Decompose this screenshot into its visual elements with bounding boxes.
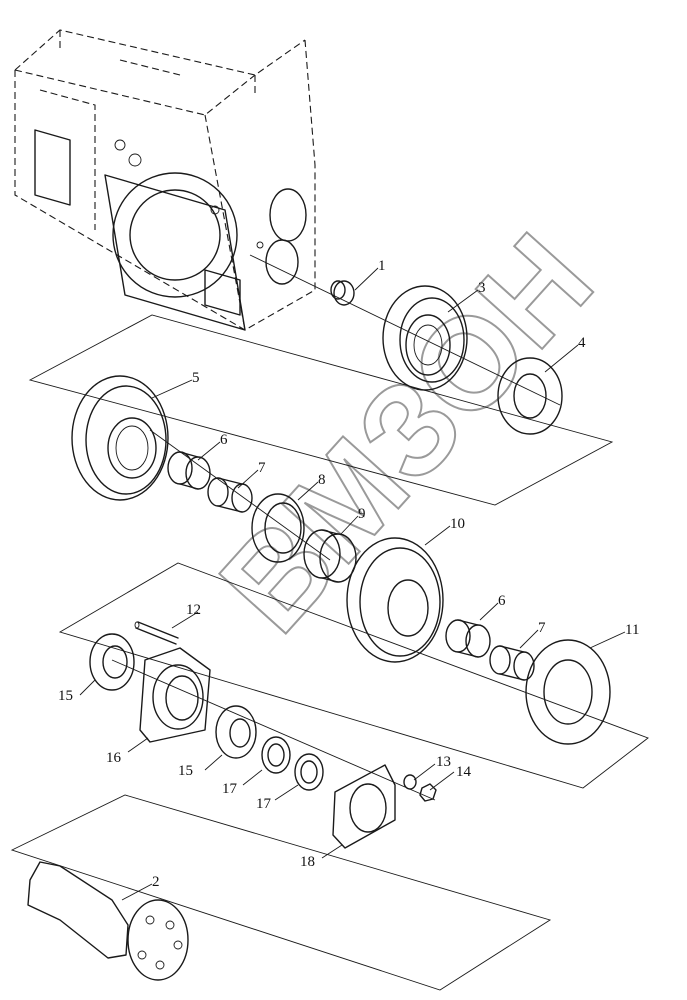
callout-11: 11: [625, 622, 639, 638]
callout-10: 10: [450, 516, 465, 532]
part-10-gear: [346, 537, 444, 663]
callout-1: 1: [378, 258, 386, 274]
callout-12: 12: [186, 602, 201, 618]
callout-5: 5: [192, 370, 200, 386]
part-7-bushing-lower: [489, 645, 535, 681]
leader-lines: [79, 267, 626, 901]
callout-9: 9: [358, 506, 366, 522]
part-6-needle-bearing-upper: [167, 451, 211, 490]
callout-7-upper: 7: [258, 460, 266, 476]
part-18-cover: [332, 764, 396, 849]
callout-7-lower: 7: [538, 620, 546, 636]
callout-15-middle: 15: [178, 763, 193, 779]
gearbox-housing: [14, 29, 316, 331]
callout-17-right: 17: [256, 796, 272, 812]
axis-line-3: [111, 659, 436, 801]
callout-16: 16: [106, 750, 122, 766]
assembly-plane-middle: [58, 562, 649, 789]
part-2-output-shaft: [27, 861, 189, 981]
part-15-bearing-left: [89, 633, 135, 691]
part-5-gear: [71, 375, 169, 501]
part-9-sleeve: [303, 529, 357, 583]
callout-labels: 1 3 4 5 6 7 8 9 10 6 7 11 12 15 16 15 17…: [58, 258, 639, 890]
part-6-needle-bearing-lower: [445, 619, 491, 658]
callout-8: 8: [318, 472, 326, 488]
callout-4: 4: [578, 335, 586, 351]
callout-6-lower: 6: [498, 593, 506, 609]
callout-15-left: 15: [58, 688, 73, 704]
part-12-stud: [134, 621, 179, 645]
part-17-spacer-1: [261, 736, 291, 774]
callout-3: 3: [478, 280, 486, 296]
part-1-seal: [330, 280, 355, 306]
part-8-ring: [251, 493, 305, 563]
callout-2: 2: [152, 874, 160, 890]
callout-14: 14: [456, 764, 472, 780]
callout-18: 18: [300, 854, 315, 870]
callout-6-upper: 6: [220, 432, 228, 448]
part-15-bearing-middle: [215, 705, 257, 759]
part-14-nut: [419, 783, 437, 802]
axis-line-1: [249, 254, 561, 406]
axis-line-2: [149, 429, 331, 561]
callout-13: 13: [436, 754, 451, 770]
part-4-washer: [497, 357, 563, 435]
watermark-text: ВМЗОН: [192, 207, 620, 659]
part-16-flange-housing: [139, 647, 211, 743]
callout-17-left: 17: [222, 781, 238, 797]
part-11-washer: [525, 639, 611, 745]
assembly-plane-lower: [10, 794, 552, 991]
assembly-plane-upper: [28, 314, 614, 506]
part-17-spacer-2: [294, 753, 324, 791]
